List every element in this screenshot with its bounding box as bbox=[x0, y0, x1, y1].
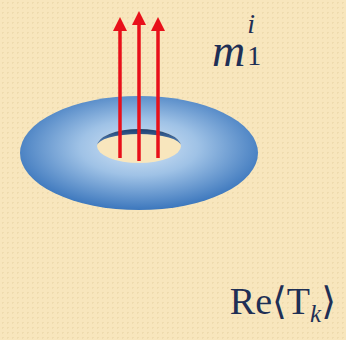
field-arrows bbox=[120, 18, 158, 161]
expectation-label: Re⟨Tk⟩ bbox=[230, 282, 336, 326]
symbol-label: mi1 bbox=[212, 10, 261, 74]
label-close: ⟩ bbox=[321, 280, 336, 322]
symbol-letter: m bbox=[212, 28, 245, 74]
subscript: k bbox=[310, 300, 321, 327]
index-stack: i1 bbox=[247, 10, 261, 70]
label-main: Re⟨T bbox=[230, 280, 310, 322]
subscript: 1 bbox=[247, 42, 261, 70]
superscript: i bbox=[247, 10, 261, 38]
